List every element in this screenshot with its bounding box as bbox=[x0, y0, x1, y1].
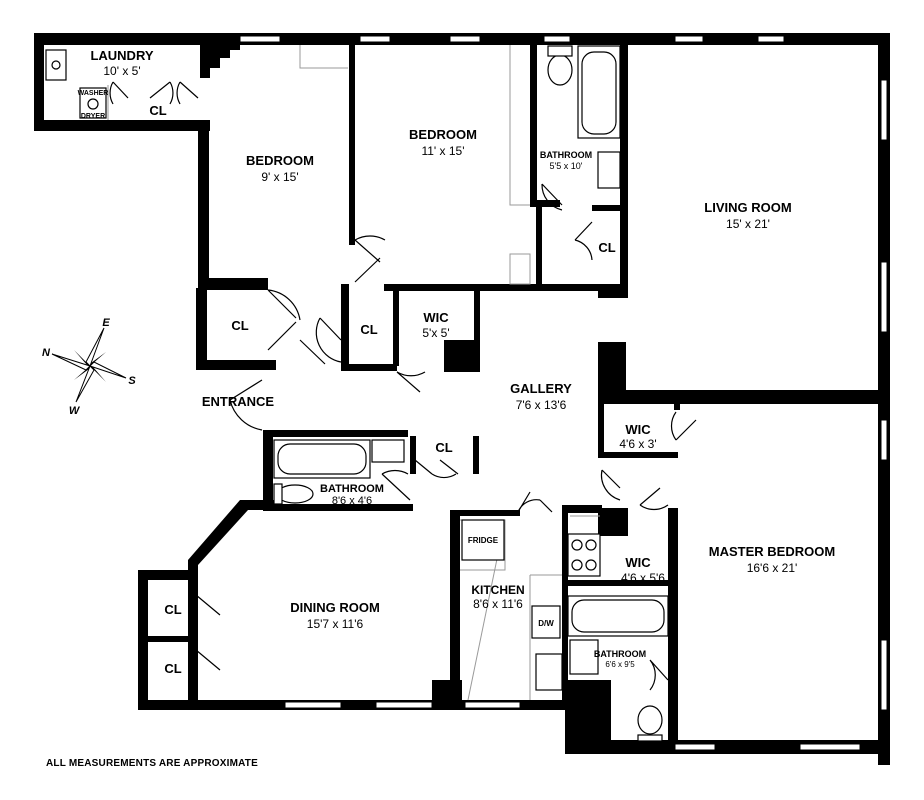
wic-3-size: 4'6 x 5'6 bbox=[621, 571, 665, 585]
closet-mid-label: CL bbox=[360, 322, 377, 337]
footer-note: ALL MEASUREMENTS ARE APPROXIMATE bbox=[46, 758, 258, 769]
gallery-label: GALLERY bbox=[510, 381, 572, 396]
dryer-label: DRYER bbox=[81, 113, 105, 120]
living-room-size: 15' x 21' bbox=[726, 217, 770, 231]
closet-bed1-label: CL bbox=[231, 318, 248, 333]
dishwasher-label: D/W bbox=[538, 619, 554, 628]
laundry-closet-label: CL bbox=[149, 103, 166, 118]
bedroom-2-label: BEDROOM bbox=[409, 127, 477, 142]
bedroom-1-label: BEDROOM bbox=[246, 153, 314, 168]
closet-bath2-label: CL bbox=[435, 440, 452, 455]
wic-3-label: WIC bbox=[625, 555, 651, 570]
entrance-label: ENTRANCE bbox=[202, 394, 275, 409]
gallery-size: 7'6 x 13'6 bbox=[516, 398, 567, 412]
bathroom-3-label: BATHROOM bbox=[594, 649, 646, 659]
kitchen-label: KITCHEN bbox=[471, 583, 524, 597]
laundry-label: LAUNDRY bbox=[90, 48, 153, 63]
wic-2-label: WIC bbox=[625, 422, 651, 437]
dining-room-label: DINING ROOM bbox=[290, 600, 380, 615]
laundry-size: 10' x 5' bbox=[103, 64, 140, 78]
compass-icon bbox=[51, 327, 127, 403]
master-bedroom-label: MASTER BEDROOM bbox=[709, 544, 835, 559]
compass-e: E bbox=[102, 317, 110, 329]
fridge-label: FRIDGE bbox=[468, 536, 499, 545]
compass-s: S bbox=[128, 375, 136, 387]
windows bbox=[239, 35, 888, 751]
kitchen-size: 8'6 x 11'6 bbox=[473, 597, 523, 611]
closet-bath1-label: CL bbox=[598, 240, 615, 255]
compass-rose: N E S W bbox=[42, 317, 136, 417]
wic-1-label: WIC bbox=[423, 310, 449, 325]
bedroom-2-size: 11' x 15' bbox=[421, 144, 464, 158]
closet-dining-1-label: CL bbox=[164, 602, 181, 617]
walls bbox=[34, 33, 890, 765]
bathroom-1-size: 5'5 x 10' bbox=[550, 161, 583, 171]
bathroom-3-size: 6'6 x 9'5 bbox=[605, 660, 635, 669]
bathroom-1-label: BATHROOM bbox=[540, 150, 592, 160]
dining-room-size: 15'7 x 11'6 bbox=[307, 617, 364, 631]
washer-label: WASHER bbox=[78, 90, 109, 97]
wic-2-size: 4'6 x 3' bbox=[619, 437, 656, 451]
compass-w: W bbox=[69, 405, 81, 417]
compass-n: N bbox=[42, 347, 51, 359]
bedroom-1-size: 9' x 15' bbox=[261, 170, 298, 184]
master-bedroom-size: 16'6 x 21' bbox=[747, 561, 798, 575]
closet-dining-2-label: CL bbox=[164, 661, 181, 676]
living-room-label: LIVING ROOM bbox=[704, 200, 791, 215]
fixtures bbox=[45, 45, 669, 742]
room-labels: LAUNDRY 10' x 5' CL WASHER DRYER BEDROOM… bbox=[78, 48, 836, 676]
bathroom-2-size: 8'6 x 4'6 bbox=[332, 495, 372, 507]
doors bbox=[109, 81, 697, 691]
bathroom-2-label: BATHROOM bbox=[320, 483, 384, 495]
wic-1-size: 5'x 5' bbox=[422, 326, 449, 340]
